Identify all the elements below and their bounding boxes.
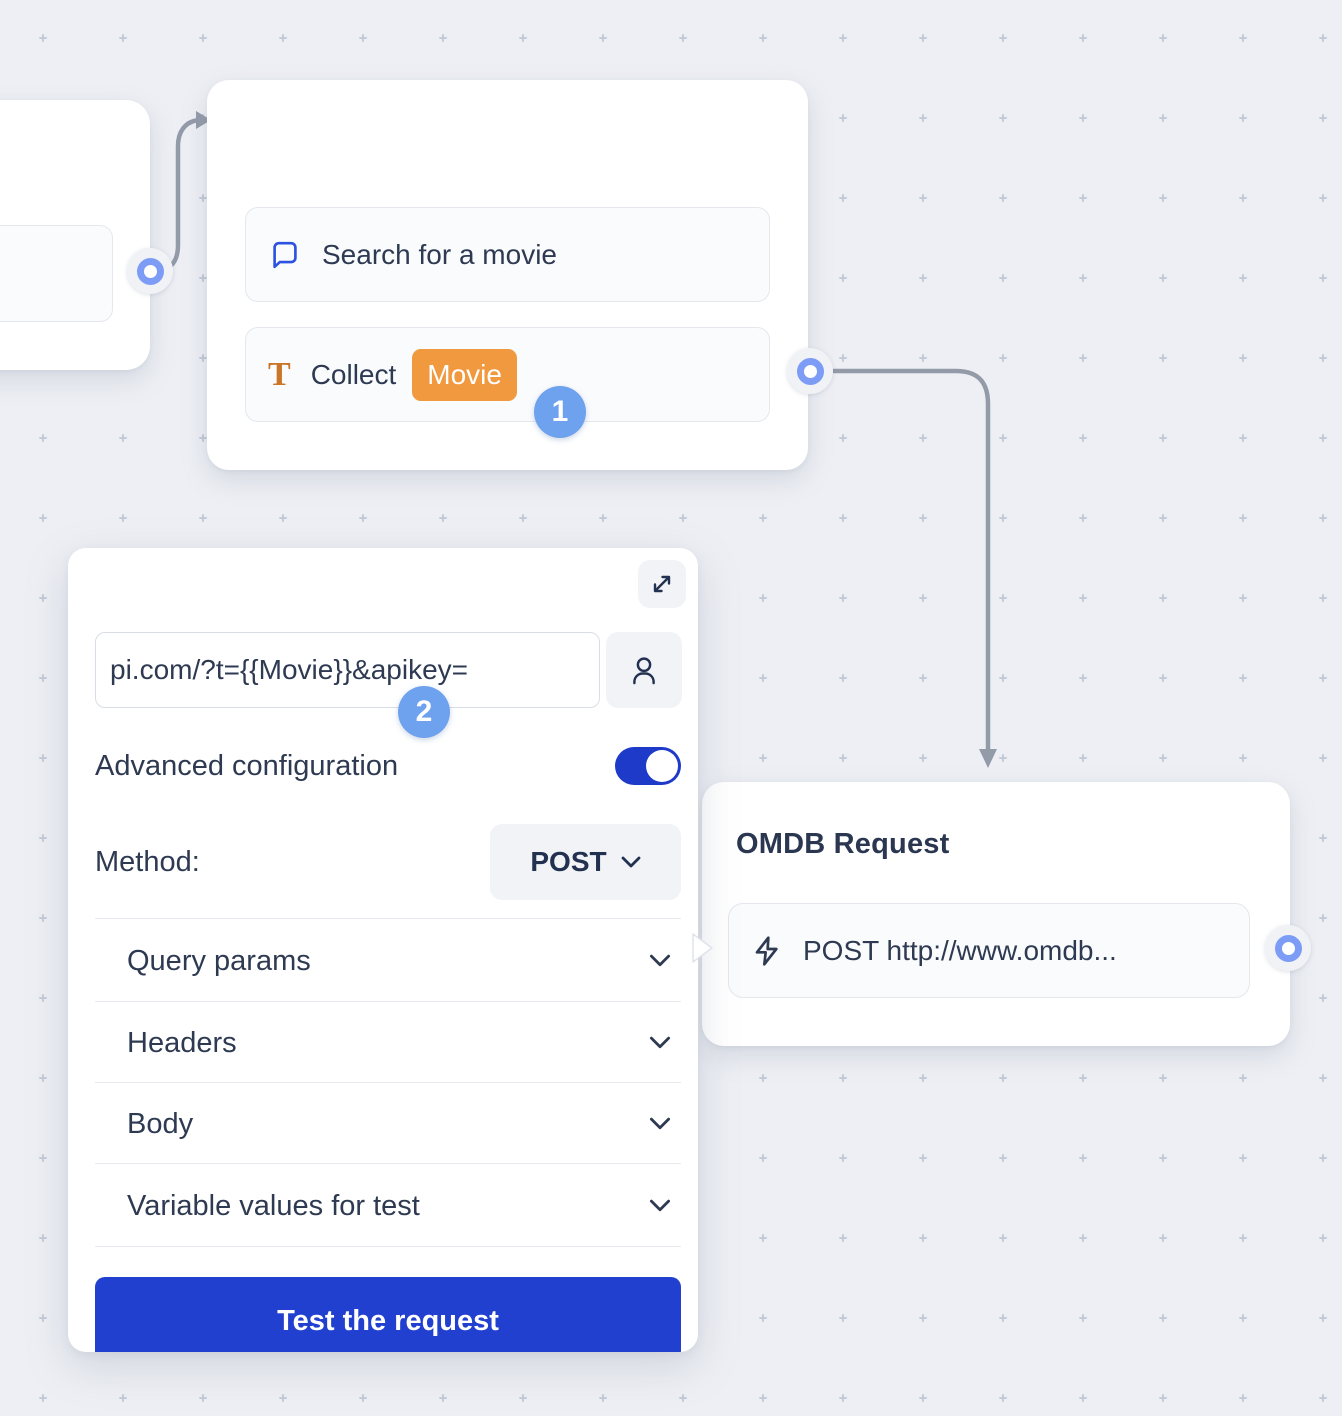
- method-row: Method: POST: [95, 824, 681, 900]
- chat-bubble-icon: [273, 241, 297, 268]
- advanced-configuration-row: Advanced configuration: [95, 746, 681, 786]
- output-port[interactable]: [787, 348, 833, 394]
- divider: [95, 1246, 681, 1247]
- divider: [95, 1163, 681, 1164]
- port-ring-icon: [1274, 934, 1302, 962]
- section-label: Query params: [127, 944, 311, 977]
- section-label: Body: [127, 1107, 194, 1140]
- chevron-down-icon: [649, 954, 671, 967]
- divider: [95, 918, 681, 919]
- output-port[interactable]: [127, 248, 173, 294]
- node-title: OMDB Request: [736, 828, 950, 860]
- node-card-partial-left[interactable]: [0, 100, 150, 370]
- expand-icon: [653, 575, 671, 593]
- person-icon: [633, 657, 655, 685]
- step-marker-2: 2: [398, 686, 450, 738]
- section-label: Headers: [127, 1026, 237, 1059]
- person-button[interactable]: [606, 632, 682, 708]
- node-item-collect-input[interactable]: T Collect Movie: [245, 327, 770, 422]
- test-request-button[interactable]: Test the request: [95, 1277, 681, 1352]
- node-item-label: Search for a movie: [322, 238, 557, 270]
- expand-button[interactable]: [638, 560, 686, 608]
- port-ring-icon: [796, 357, 824, 385]
- text-input-icon: T: [268, 355, 291, 393]
- lightning-icon: [755, 935, 778, 966]
- step-marker-1: 1: [534, 386, 586, 438]
- method-value: POST: [530, 846, 607, 877]
- node-item-label: Collect: [310, 358, 397, 390]
- divider: [95, 1082, 681, 1083]
- chevron-down-icon: [621, 856, 641, 867]
- output-port[interactable]: [1265, 925, 1311, 971]
- divider: [95, 1001, 681, 1002]
- chevron-down-icon: [649, 1036, 671, 1049]
- node-card-omdb-request[interactable]: OMDB Request POST http://www.omdb...: [702, 782, 1290, 1046]
- chevron-down-icon: [649, 1199, 671, 1212]
- node-item-label: POST http://www.omdb...: [803, 934, 1117, 966]
- chevron-down-icon: [649, 1117, 671, 1130]
- toggle-knob-icon: [646, 750, 678, 782]
- section-label: Variable values for test: [127, 1189, 420, 1222]
- node-item-webhook[interactable]: POST http://www.omdb...: [728, 903, 1250, 998]
- node-item-partial[interactable]: [0, 225, 113, 322]
- url-input[interactable]: [95, 632, 600, 708]
- connector-line-movie-search-to-omdb: [811, 368, 991, 754]
- section-query-params[interactable]: Query params: [95, 921, 681, 1001]
- webhook-config-panel: Advanced configuration Method: POST Quer…: [68, 548, 698, 1352]
- method-dropdown[interactable]: POST: [490, 824, 681, 900]
- method-label: Method:: [95, 845, 200, 878]
- connector-arrowhead-down: [979, 749, 997, 768]
- advanced-configuration-toggle[interactable]: [615, 747, 681, 785]
- advanced-configuration-label: Advanced configuration: [95, 749, 399, 782]
- variable-badge[interactable]: Movie: [412, 348, 517, 401]
- connector-line-left-to-movie-search: [153, 117, 204, 274]
- section-headers[interactable]: Headers: [95, 1003, 681, 1083]
- input-port-notch[interactable]: [690, 931, 716, 965]
- section-body[interactable]: Body: [95, 1084, 681, 1164]
- port-ring-icon: [136, 257, 164, 285]
- test-request-label: Test the request: [277, 1305, 499, 1337]
- node-card-movie-search[interactable]: Movie search Search for a movie T Collec…: [207, 80, 808, 470]
- node-item-send-message[interactable]: Search for a movie: [245, 207, 770, 302]
- section-variable-values[interactable]: Variable values for test: [95, 1166, 681, 1246]
